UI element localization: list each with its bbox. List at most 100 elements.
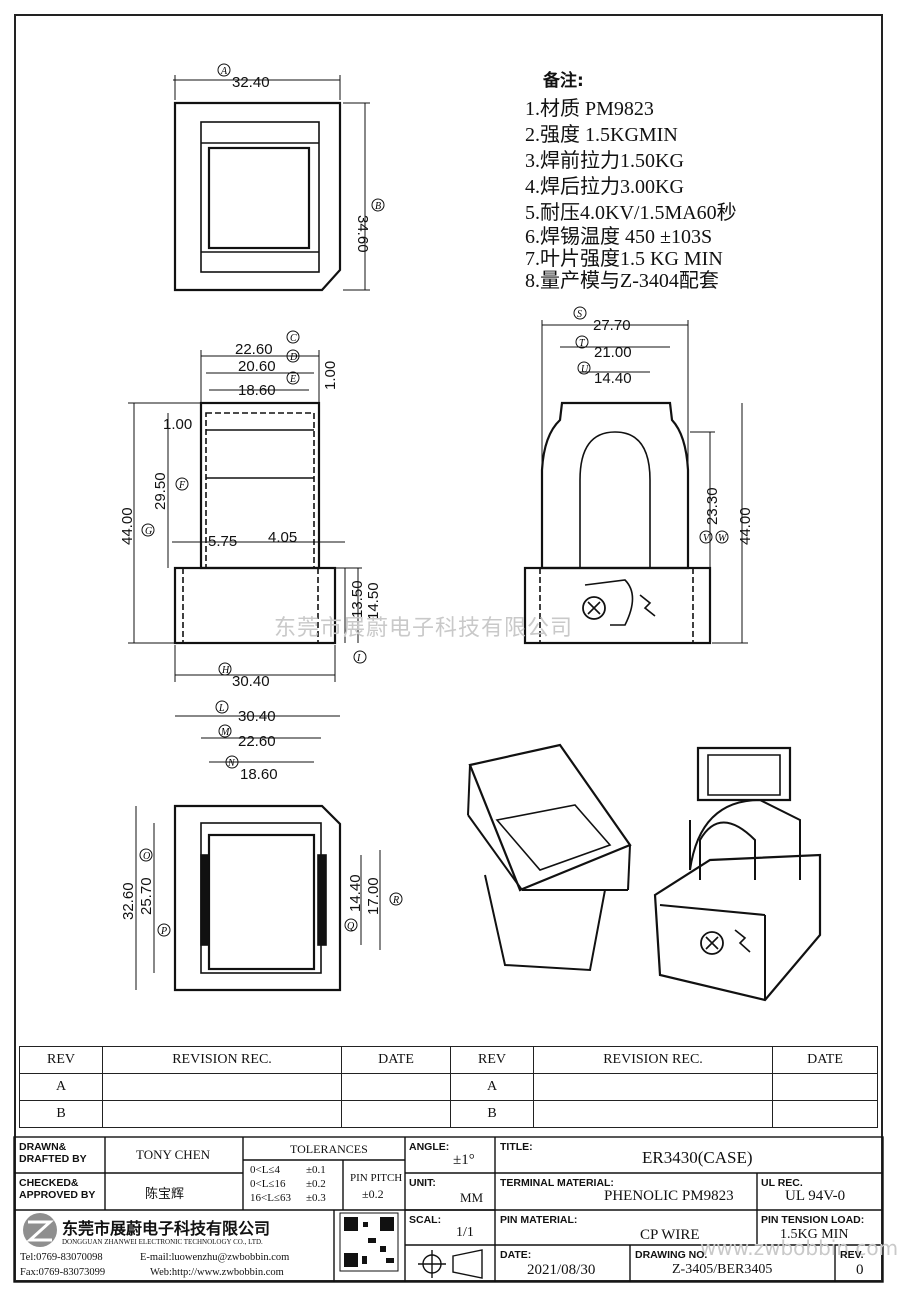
circle-label-i: I (353, 650, 367, 664)
terminal-material-label: TERMINAL MATERIAL: (500, 1177, 614, 1189)
dim-l: 30.40 (238, 708, 276, 725)
scale-value: 1/1 (456, 1225, 474, 1240)
circle-label-r: R (389, 892, 403, 906)
revision-header-row: REV REVISION REC. DATE REV REVISION REC.… (19, 1046, 878, 1074)
ul-rec-value: UL 94V-0 (785, 1188, 846, 1204)
circle-label-p: P (157, 923, 171, 937)
isometric-view-1 (467, 743, 632, 972)
svg-text:I: I (356, 653, 361, 664)
drawing-no-value: Z-3405/BER3405 (672, 1262, 773, 1277)
dim-r: 17.00 (365, 877, 382, 915)
circle-label-n: N (225, 755, 239, 769)
checked-value: 陈宝辉 (145, 1186, 185, 1201)
rev-cell: B (450, 1100, 534, 1128)
tolerances-label: TOLERANCES (290, 1142, 368, 1156)
dim-base-inner: 13.50 (349, 580, 366, 618)
dim-o: 32.60 (120, 882, 137, 920)
company-web: Web:http://www.zwbobbin.com (150, 1267, 284, 1278)
revision-rec-cell (102, 1100, 342, 1128)
dim-d: 20.60 (238, 358, 276, 375)
dim-c: 22.60 (235, 341, 273, 358)
date-cell (341, 1100, 451, 1128)
dim-n: 18.60 (240, 766, 278, 783)
dim-h: 30.40 (232, 673, 270, 690)
title-label: TITLE: (500, 1141, 533, 1153)
svg-text:U: U (581, 364, 589, 375)
svg-text:G: G (145, 526, 152, 537)
pin-material-value: CP WIRE (640, 1227, 700, 1243)
rev-cell: A (19, 1073, 103, 1101)
circle-label-g: G (141, 523, 155, 537)
company-fax: Fax:0769-83073099 (20, 1267, 106, 1278)
svg-text:B: B (375, 201, 381, 212)
date-header: DATE (341, 1046, 451, 1074)
dim-m: 22.60 (238, 733, 276, 750)
circle-label-c: C (286, 330, 300, 344)
circle-label-h: H (218, 662, 232, 676)
svg-text:E: E (289, 374, 296, 385)
circle-label-a: A (217, 63, 231, 77)
date-label: DATE: (500, 1249, 532, 1261)
tolerance-value-3: ±0.3 (306, 1192, 326, 1204)
note-item-4: 4.焊后拉力3.00KG (525, 176, 684, 198)
revision-rec-cell (533, 1100, 773, 1128)
watermark: 东莞市展蔚电子科技有限公司 (274, 616, 574, 641)
circle-label-f: F (175, 477, 189, 491)
title-block-grid (13, 1136, 884, 1283)
dim-q: 14.40 (347, 874, 364, 912)
date-header-2: DATE (772, 1046, 878, 1074)
dim-e: 18.60 (238, 382, 276, 399)
svg-text:Q: Q (347, 921, 355, 932)
circle-label-o: O (139, 848, 153, 862)
svg-text:R: R (392, 895, 399, 906)
angle-label: ANGLE: (409, 1141, 450, 1153)
svg-text:L: L (218, 703, 225, 714)
dim-left: 5.75 (208, 533, 237, 550)
rev-cell: A (450, 1073, 534, 1101)
isometric-view-2 (653, 746, 822, 1002)
circle-label-b: B (371, 198, 385, 212)
table-row: B B (19, 1100, 878, 1128)
circle-label-q: Q (344, 918, 358, 932)
title-value: ER3430(CASE) (642, 1148, 753, 1167)
dim-a: 32.40 (232, 74, 270, 91)
pin-tension-label: PIN TENSION LOAD: (761, 1214, 865, 1226)
dim-s: 27.70 (593, 317, 631, 334)
unit-label: UNIT: (409, 1177, 436, 1189)
drawing-no-label: DRAWING NO. (635, 1249, 708, 1261)
scale-label: SCAL: (409, 1214, 442, 1226)
dim-right: 4.05 (268, 529, 297, 546)
note-item-8: 8.量产模与Z-3404配套 (525, 270, 719, 292)
dim-f: 29.50 (152, 472, 169, 510)
svg-text:W: W (718, 533, 728, 544)
revision-rec-cell (102, 1073, 342, 1101)
pin-pitch-value: ±0.2 (362, 1187, 384, 1201)
date-cell (772, 1100, 878, 1128)
unit-value: MM (460, 1190, 484, 1205)
date-cell (772, 1073, 878, 1101)
note-item-1: 1.材质 PM9823 (525, 98, 654, 120)
rev-header: REV (19, 1046, 103, 1074)
qr-code-icon (339, 1212, 399, 1272)
note-item-7: 7.叶片强度1.5 KG MIN (525, 248, 723, 270)
dim-g: 44.00 (119, 507, 136, 545)
note-item-2: 2.强度 1.5KGMIN (525, 124, 678, 146)
company-email: E-mail:luowenzhu@zwbobbin.com (140, 1252, 290, 1263)
svg-text:S: S (577, 309, 582, 320)
dim-v: 23.30 (704, 487, 721, 525)
dim-t: 21.00 (594, 344, 632, 361)
svg-text:P: P (160, 926, 167, 937)
svg-text:D: D (289, 352, 298, 363)
rev-cell: B (19, 1100, 103, 1128)
svg-text:F: F (178, 480, 186, 491)
drawing-frame (14, 14, 883, 1282)
zw-logo-icon (23, 1213, 57, 1247)
circle-label-w: W (715, 530, 729, 544)
dim-flange: 1.00 (322, 361, 339, 390)
dim-wall: 1.00 (163, 416, 192, 433)
pin-pitch-label: PIN PITCH (350, 1172, 403, 1184)
company-name-en: DONGGUAN ZHANWEI ELECTRONIC TECHNOLOGY C… (62, 1238, 263, 1246)
dim-i: 14.50 (365, 582, 382, 620)
